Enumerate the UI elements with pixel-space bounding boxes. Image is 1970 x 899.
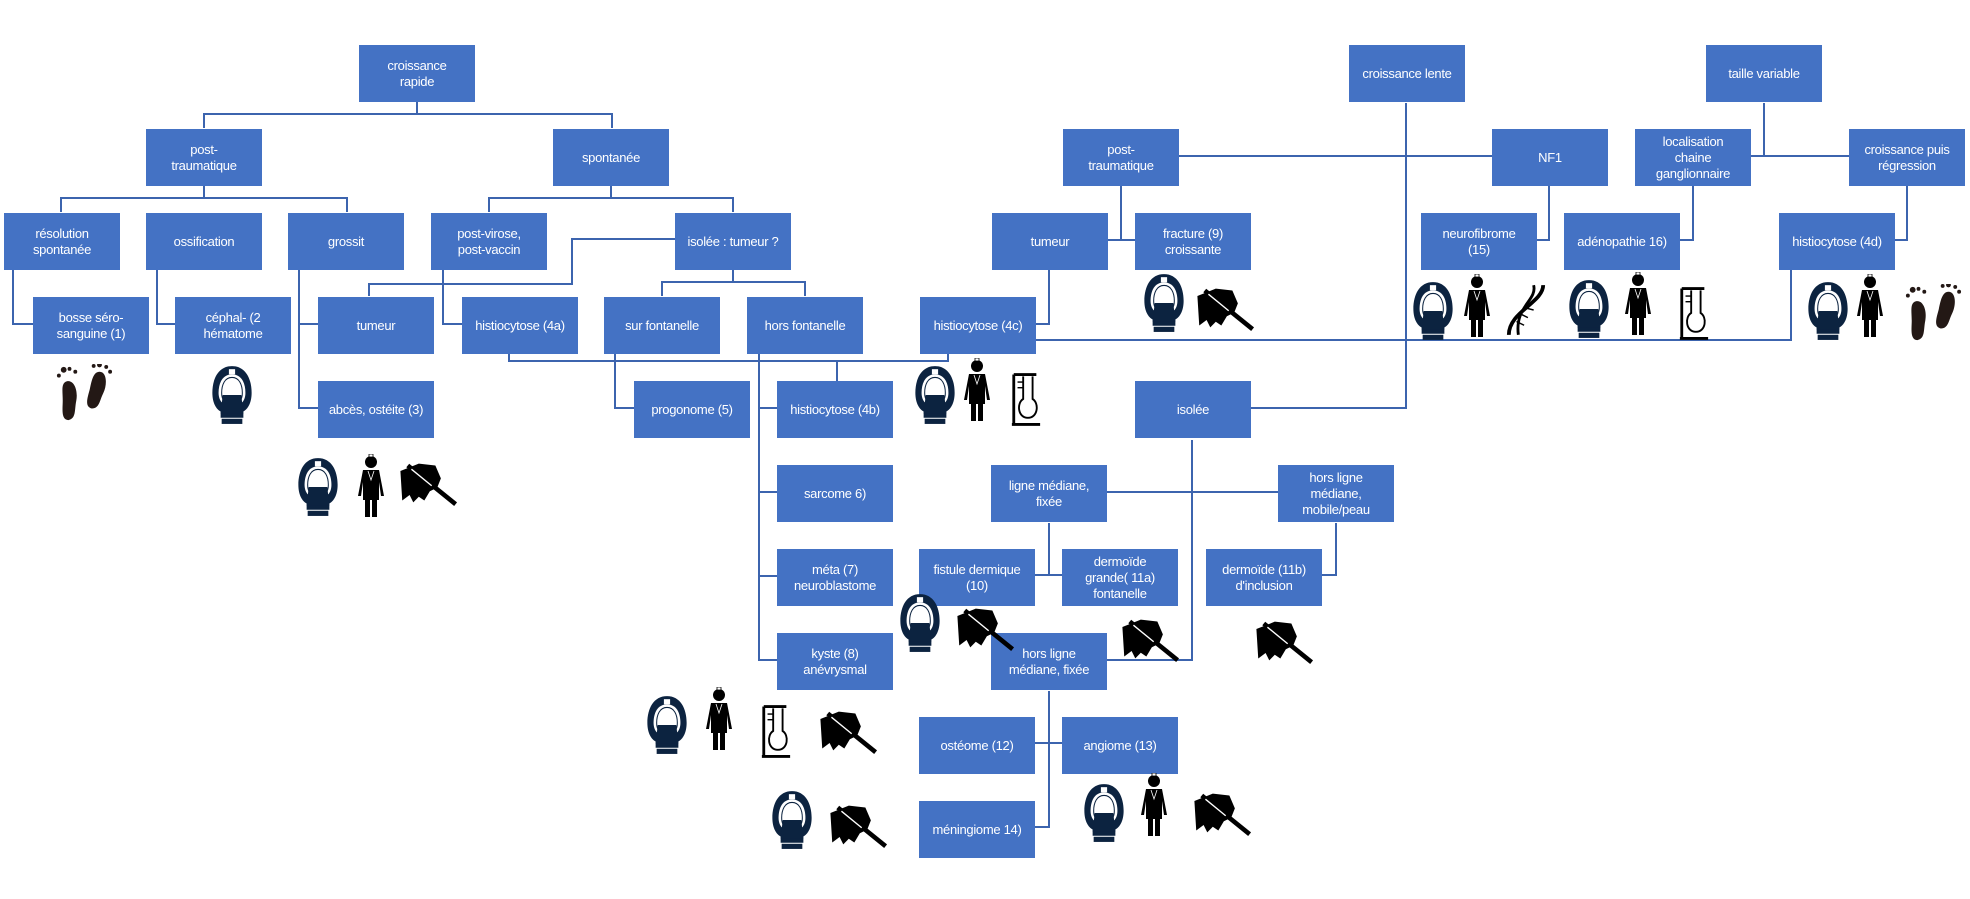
node-adenopathie: adénopathie 16) bbox=[1564, 213, 1680, 270]
node-hors-ligne-mobile: hors ligne médiane, mobile/peau bbox=[1278, 465, 1394, 522]
doctor-icon bbox=[1855, 274, 1885, 343]
surgery-scalpel-icon bbox=[1192, 790, 1252, 841]
connector-line bbox=[1036, 270, 1792, 341]
connector-line bbox=[1322, 523, 1337, 576]
connector-line bbox=[368, 238, 675, 296]
mri-scanner-icon bbox=[1082, 782, 1126, 849]
footprints-icon bbox=[1904, 284, 1962, 347]
node-resolution: résolution spontanée bbox=[4, 213, 120, 270]
node-histio-4b: histiocytose (4b) bbox=[777, 381, 893, 438]
node-bosse: bosse séro- sanguine (1) bbox=[33, 297, 149, 354]
doctor-icon bbox=[356, 454, 386, 523]
mri-scanner-icon bbox=[913, 364, 957, 431]
surgery-scalpel-icon bbox=[955, 605, 1015, 656]
doctor-icon bbox=[704, 687, 734, 756]
connector-line bbox=[1251, 103, 1407, 409]
connector-line bbox=[442, 270, 462, 325]
node-dermoide-11b: dermoïde (11b) d'inclusion bbox=[1206, 549, 1322, 606]
mri-scanner-icon bbox=[296, 456, 340, 523]
node-meningiome: méningiome 14) bbox=[919, 801, 1035, 858]
node-grossit: grossit bbox=[288, 213, 404, 270]
node-abces: abcès, ostéite (3) bbox=[318, 381, 434, 438]
node-osteome: ostéome (12) bbox=[919, 717, 1035, 774]
surgery-scalpel-icon bbox=[1254, 618, 1314, 669]
connector-line bbox=[1107, 440, 1193, 661]
connector-line bbox=[508, 353, 949, 362]
node-histio-4a: histiocytose (4a) bbox=[462, 297, 578, 354]
node-dermoide-11a: dermoïde grande( 11a) fontanelle bbox=[1062, 549, 1178, 606]
node-isolee-tumeur: isolée : tumeur ? bbox=[675, 213, 791, 270]
node-isolee: isolée bbox=[1135, 381, 1251, 438]
connector-line bbox=[488, 197, 734, 212]
connector-line bbox=[12, 270, 33, 325]
node-post-virose: post-virose, post-vaccin bbox=[431, 213, 547, 270]
node-post-traumatique-2: post- traumatique bbox=[1063, 129, 1179, 186]
connector-line bbox=[60, 197, 348, 212]
node-hors-ligne-fixee: hors ligne médiane, fixée bbox=[991, 633, 1107, 690]
mri-scanner-icon bbox=[1806, 280, 1850, 347]
node-croissance-regression: croissance puis régression bbox=[1849, 129, 1965, 186]
surgery-scalpel-icon bbox=[398, 460, 458, 511]
connector-line bbox=[661, 281, 806, 296]
mri-scanner-icon bbox=[1411, 280, 1455, 347]
connector-line bbox=[203, 113, 613, 128]
node-histio-4c: histiocytose (4c) bbox=[920, 297, 1036, 354]
node-histio-4d: histiocytose (4d) bbox=[1779, 213, 1895, 270]
lab-flask-icon bbox=[760, 702, 792, 765]
node-croissance-lente: croissance lente bbox=[1349, 45, 1465, 102]
node-fistule: fistule dermique (10) bbox=[919, 549, 1035, 606]
doctor-icon bbox=[1462, 274, 1492, 343]
node-cephal: céphal- (2 hématome bbox=[175, 297, 291, 354]
node-post-traumatique-1: post- traumatique bbox=[146, 129, 262, 186]
lab-flask-icon bbox=[1010, 370, 1042, 433]
lab-flask-icon bbox=[1678, 284, 1710, 347]
mri-scanner-icon bbox=[645, 694, 689, 761]
node-tumeur-1: tumeur bbox=[318, 297, 434, 354]
node-localisation: localisation chaine ganglionnaire bbox=[1635, 129, 1751, 186]
mri-scanner-icon bbox=[210, 364, 254, 431]
surgery-scalpel-icon bbox=[828, 802, 888, 853]
node-nf1: NF1 bbox=[1492, 129, 1608, 186]
footprints-icon bbox=[55, 364, 113, 427]
connector-line bbox=[156, 270, 175, 325]
node-kyste: kyste (8) anévrysmal bbox=[777, 633, 893, 690]
node-sarcome: sarcome 6) bbox=[777, 465, 893, 522]
surgery-scalpel-icon bbox=[1195, 285, 1255, 336]
surgery-scalpel-icon bbox=[818, 708, 878, 759]
node-hors-fontanelle: hors fontanelle bbox=[747, 297, 863, 354]
node-fracture: fracture (9) croissante bbox=[1135, 213, 1251, 270]
connector-line bbox=[1035, 691, 1050, 828]
node-sur-fontanelle: sur fontanelle bbox=[604, 297, 720, 354]
node-ligne-mediane: ligne médiane, fixée bbox=[991, 465, 1107, 522]
node-neurofibrome: neurofibrome (15) bbox=[1421, 213, 1537, 270]
node-tumeur-2: tumeur bbox=[992, 213, 1108, 270]
mri-scanner-icon bbox=[1567, 278, 1611, 345]
node-croissance-rapide: croissance rapide bbox=[359, 45, 475, 102]
connector-line bbox=[614, 353, 634, 409]
connector-line bbox=[1537, 186, 1550, 241]
connector-line bbox=[758, 353, 777, 661]
mri-scanner-icon bbox=[1142, 272, 1186, 339]
doctor-icon bbox=[1623, 272, 1653, 341]
node-ossification: ossification bbox=[146, 213, 262, 270]
surgery-scalpel-icon bbox=[1120, 616, 1180, 667]
node-meta: méta (7) neuroblastome bbox=[777, 549, 893, 606]
node-progonome: progonome (5) bbox=[634, 381, 750, 438]
connector-line bbox=[1036, 270, 1050, 325]
node-spontanee: spontanée bbox=[553, 129, 669, 186]
mri-scanner-icon bbox=[898, 592, 942, 659]
dna-icon bbox=[1505, 282, 1547, 343]
connector-line bbox=[298, 270, 318, 409]
node-taille-variable: taille variable bbox=[1706, 45, 1822, 102]
doctor-icon bbox=[962, 358, 992, 427]
node-angiome: angiome (13) bbox=[1062, 717, 1178, 774]
mri-scanner-icon bbox=[770, 789, 814, 856]
doctor-icon bbox=[1139, 773, 1169, 842]
connector-line bbox=[1895, 186, 1908, 241]
connector-line bbox=[1680, 186, 1694, 241]
